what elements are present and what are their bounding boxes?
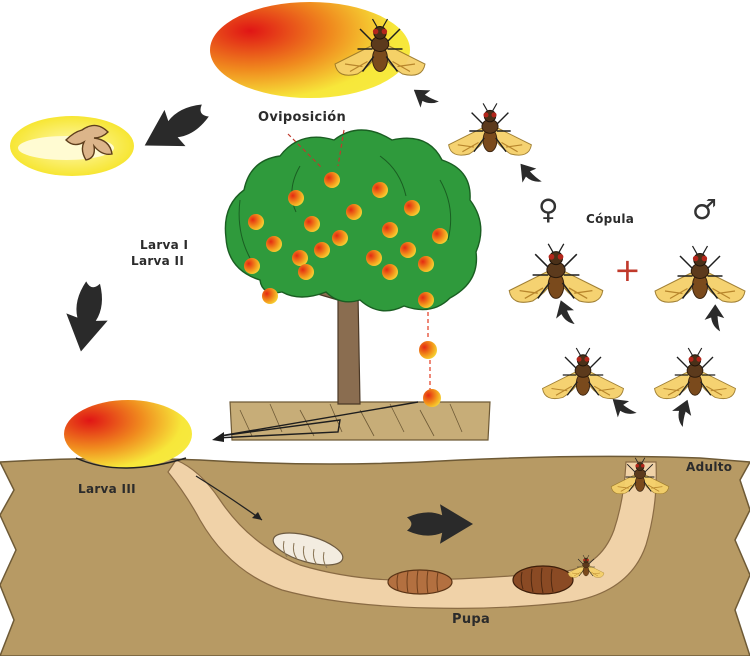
falling-fruit-2 xyxy=(423,389,441,407)
pupa-brown xyxy=(388,570,452,594)
label-larva-2: Larva II xyxy=(131,254,184,268)
tree-soil-block xyxy=(230,402,490,440)
female-fly-flying-icon xyxy=(449,103,532,155)
male-symbol: ♂ xyxy=(692,196,717,224)
label-larva-1: Larva I xyxy=(140,238,188,252)
label-larva-3: Larva III xyxy=(78,482,136,496)
arrow-up-left-1-icon xyxy=(553,298,576,327)
fruit-fall-arrowhead xyxy=(212,432,224,442)
male-fly-icon xyxy=(655,246,745,302)
arrow-up-female-icon xyxy=(514,158,544,190)
arrow-up-right-1-icon xyxy=(703,303,726,332)
cycle-arrow-down-icon xyxy=(60,279,114,355)
label-copula: Cópula xyxy=(586,212,634,226)
falling-fruit-1 xyxy=(419,341,437,359)
label-pupa: Pupa xyxy=(452,612,490,627)
plus-sign: + xyxy=(614,254,641,286)
arrow-up-right-2-icon xyxy=(668,396,698,428)
pupa-dark xyxy=(513,566,573,594)
young-adult-fly-left-icon xyxy=(543,348,624,399)
label-adulto: Adulto xyxy=(686,460,732,474)
female-fly-icon xyxy=(509,244,603,302)
cycle-arrow-to-egg-icon xyxy=(134,92,216,163)
label-oviposicion: Oviposición xyxy=(258,110,346,125)
female-symbol: ♀ xyxy=(538,196,559,224)
young-adult-fly-right-icon xyxy=(655,348,736,399)
arrow-to-oviposition-icon xyxy=(408,82,440,114)
fallen-fruit xyxy=(64,400,192,468)
